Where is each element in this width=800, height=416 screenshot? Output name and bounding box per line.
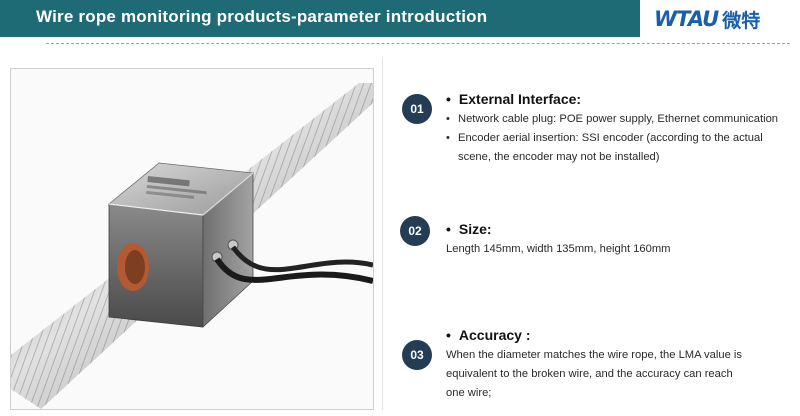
heading-text: Accuracy : <box>458 327 531 343</box>
section-heading-size: • Size: <box>446 221 492 237</box>
header-bar: Wire rope monitoring products-parameter … <box>0 0 800 37</box>
section-number-badge: 02 <box>400 216 430 246</box>
section-number-badge: 03 <box>402 340 432 370</box>
section-heading-accuracy: • Accuracy : <box>446 327 531 343</box>
header-divider <box>46 43 790 44</box>
section-body-external-interface: Network cable plug: POE power supply, Et… <box>446 110 796 167</box>
bullet-mark: • <box>446 327 451 343</box>
bullet-mark: • <box>446 91 451 107</box>
logo-area: WTAU 微特 <box>640 0 800 37</box>
logo-chinese-text: 微特 <box>722 9 761 32</box>
wire-rope-sensor-device-icon <box>11 83 373 409</box>
section-body-accuracy: When the diameter matches the wire rope,… <box>446 349 742 399</box>
logo-wordmark: WTAU <box>654 7 719 31</box>
section-body-size: Length 145mm, width 135mm, height 160mm <box>446 243 671 255</box>
list-item: Network cable plug: POE power supply, Et… <box>446 110 796 129</box>
heading-text: External Interface: <box>458 91 582 107</box>
product-image-frame <box>10 68 374 410</box>
bullet-mark: • <box>446 221 451 237</box>
section-heading-external-interface: • External Interface: <box>446 91 581 107</box>
column-divider <box>382 58 383 410</box>
heading-text: Size: <box>458 221 492 237</box>
interface-list: Network cable plug: POE power supply, Et… <box>446 110 796 167</box>
page-title: Wire rope monitoring products-parameter … <box>36 7 488 26</box>
list-item: Encoder aerial insertion: SSI encoder (a… <box>446 129 788 167</box>
section-number-badge: 01 <box>402 94 432 124</box>
brand-logo: WTAU 微特 <box>654 6 760 32</box>
